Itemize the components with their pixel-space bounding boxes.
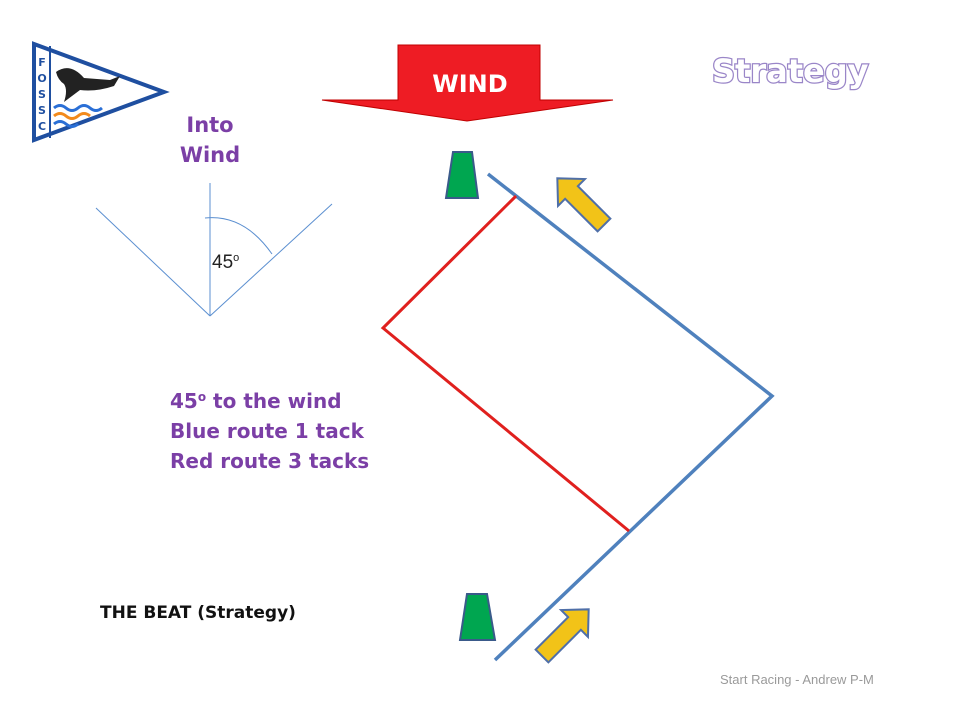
logo-letter-3: S [38,88,46,101]
note-angle: 45o to the wind [170,389,342,413]
logo-wave-blue2-icon [53,120,79,128]
upper-arrow-icon [556,177,612,233]
start-mark-icon [458,593,497,641]
into-wind-line2: Wind [180,143,240,167]
lower-arrow-icon [534,608,590,664]
wind-arrow: WIND [321,44,614,122]
angle-arc [204,217,273,255]
port-tack-line [95,207,211,317]
angle-value: 45o [212,252,239,273]
logo-letter-1: F [38,56,46,69]
red-route [380,194,630,533]
wind-label: WIND [432,70,507,98]
note-red-route: Red route 3 tacks [170,449,369,473]
logo-bird-icon [56,68,120,102]
logo-wave-blue-icon [53,104,103,112]
club-logo: F O S S C [32,41,170,143]
slide-title: Strategy [712,52,869,90]
starboard-tack-line [209,203,333,317]
into-wind-line1: Into [186,113,233,137]
footer-credit: Start Racing - Andrew P-M [720,672,874,687]
note-blue-route: Blue route 1 tack [170,419,365,443]
logo-wave-orange-icon [53,112,91,120]
angle-diagram: 45o [95,183,333,317]
logo-letter-5: C [38,120,46,133]
windward-mark-icon [444,151,480,199]
logo-pennant [32,41,170,143]
wind-arrow-shape [321,44,614,122]
logo-letter-2: O [37,72,46,85]
beat-caption: THE BEAT (Strategy) [100,603,296,623]
logo-letter-4: S [38,104,46,117]
blue-route [486,172,775,662]
